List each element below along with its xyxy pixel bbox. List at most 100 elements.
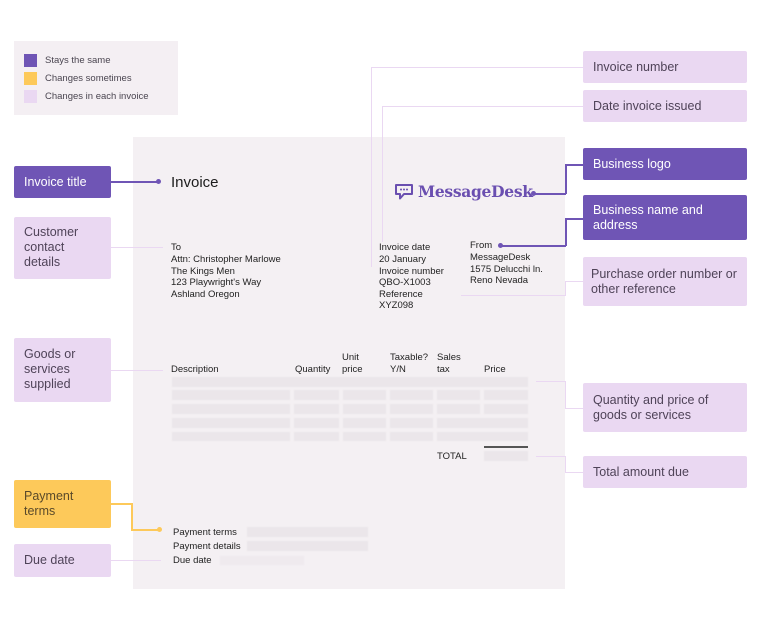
connector-line — [501, 245, 566, 247]
payment-details-value — [247, 541, 368, 551]
connector-line — [371, 67, 372, 267]
connector-line — [382, 106, 583, 107]
callout-label: Business logo — [593, 156, 671, 171]
table-cell — [294, 404, 339, 414]
connector-line — [382, 106, 383, 242]
col-header-sales-tax: Sales tax — [437, 352, 461, 375]
from-line: 1575 Delucchi ln. — [470, 264, 543, 275]
table-cell — [437, 404, 480, 414]
table-cell — [172, 418, 290, 428]
total-divider — [484, 446, 528, 448]
callout-label: Payment terms — [24, 489, 74, 518]
callout-purchase-order: Purchase order number or other reference — [583, 257, 747, 306]
callout-label: Invoice number — [593, 59, 679, 74]
connector-line — [111, 560, 161, 561]
table-row — [172, 377, 528, 387]
connector-line — [111, 247, 163, 248]
connector-line — [131, 503, 133, 530]
invoice-number-label: Invoice number — [379, 266, 444, 277]
table-cell — [484, 390, 528, 400]
callout-due-date: Due date — [14, 544, 111, 577]
table-cell — [390, 432, 433, 441]
to-line: The Kings Men — [171, 266, 235, 277]
from-line: MessageDesk — [470, 252, 531, 263]
from-line: Reno Nevada — [470, 275, 529, 286]
col-header-description: Description — [171, 364, 219, 375]
table-cell — [172, 390, 290, 400]
callout-label: Customer contact details — [24, 225, 79, 269]
callout-business-name: Business name and address — [583, 195, 747, 240]
col-header-unit-price: Unit price — [342, 352, 363, 375]
connector-line — [565, 164, 583, 166]
table-cell — [390, 418, 433, 428]
payment-details-label: Payment details — [173, 541, 241, 552]
table-cell — [294, 390, 339, 400]
connector-line — [565, 218, 583, 220]
invoice-date-label: Invoice date — [379, 242, 431, 253]
to-line: Ashland Oregon — [171, 289, 240, 300]
invoice-number-value: QBO-X1003 — [379, 277, 431, 288]
connector-line — [565, 408, 583, 409]
connector-dot — [498, 243, 503, 248]
table-cell — [294, 432, 339, 441]
reference-value: XYZ098 — [379, 300, 414, 311]
connector-line — [111, 181, 159, 183]
callout-payment-terms: Payment terms — [14, 480, 111, 528]
table-cell — [437, 418, 528, 428]
table-cell — [437, 390, 480, 400]
table-cell — [390, 404, 433, 414]
connector-line — [565, 281, 566, 296]
payment-terms-label: Payment terms — [173, 527, 237, 538]
to-label: To — [171, 242, 182, 253]
legend-label: Changes in each invoice — [45, 90, 149, 102]
legend-label: Stays the same — [45, 54, 111, 66]
table-cell — [294, 418, 339, 428]
connector-dot — [157, 527, 162, 532]
invoice-document — [133, 137, 565, 589]
connector-line — [565, 218, 567, 246]
callout-total-due: Total amount due — [583, 456, 747, 488]
legend-item-changes-each: Changes in each invoice — [24, 89, 149, 103]
logo-wordmark: MessageDesk — [418, 182, 533, 201]
connector-dot — [531, 191, 536, 196]
table-cell — [172, 432, 290, 441]
legend-swatch-lilac — [24, 89, 37, 103]
col-header-quantity: Quantity — [295, 364, 331, 375]
from-label: From — [470, 240, 493, 251]
connector-line — [565, 472, 583, 473]
connector-line — [536, 456, 566, 457]
connector-line — [565, 456, 566, 472]
business-logo: MessageDesk — [394, 182, 533, 201]
connector-line — [565, 381, 566, 408]
connector-line — [534, 193, 566, 195]
col-header-price: Price — [484, 364, 506, 375]
connector-line — [111, 370, 163, 371]
table-cell — [484, 404, 528, 414]
connector-line — [111, 503, 132, 505]
table-cell — [343, 432, 386, 441]
legend-item-changes-sometimes: Changes sometimes — [24, 71, 132, 85]
to-line: Attn: Christopher Marlowe — [171, 254, 281, 265]
callout-label: Total amount due — [593, 464, 689, 479]
legend-swatch-yellow — [24, 71, 37, 85]
payment-terms-value — [247, 527, 368, 537]
chat-bubble-icon — [395, 183, 413, 199]
legend-item-stays-same: Stays the same — [24, 53, 110, 67]
table-cell — [437, 432, 528, 441]
due-date-value — [220, 556, 304, 565]
total-label: TOTAL — [437, 451, 467, 462]
connector-line — [461, 295, 565, 296]
connector-line — [565, 164, 567, 194]
to-line: 123 Playwright's Way — [171, 277, 262, 288]
callout-customer-contact: Customer contact details — [14, 217, 111, 279]
table-cell — [343, 404, 386, 414]
connector-line — [565, 281, 583, 282]
table-cell — [343, 390, 386, 400]
callout-goods-services: Goods or services supplied — [14, 338, 111, 402]
table-cell — [172, 404, 290, 414]
callout-invoice-number: Invoice number — [583, 51, 747, 83]
callout-label: Quantity and price of goods or services — [593, 392, 709, 422]
legend: Stays the same Changes sometimes Changes… — [14, 41, 178, 115]
callout-label: Invoice title — [24, 174, 87, 189]
callout-date-issued: Date invoice issued — [583, 90, 747, 122]
